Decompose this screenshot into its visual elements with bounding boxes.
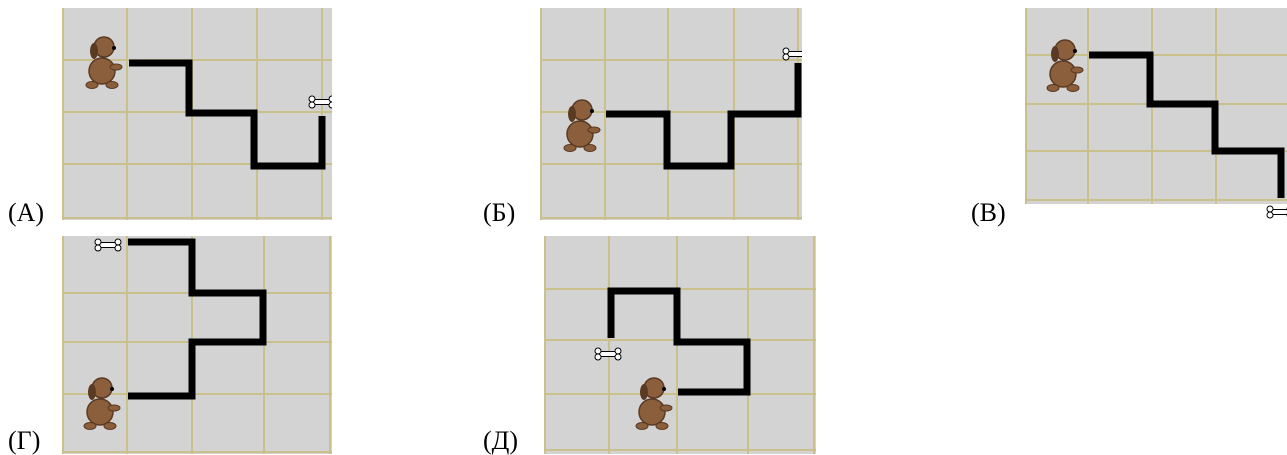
bone-icon bbox=[308, 95, 332, 109]
path-line bbox=[129, 59, 326, 170]
bone-icon bbox=[594, 347, 622, 361]
path-line bbox=[1089, 51, 1285, 198]
path-line bbox=[607, 287, 751, 396]
dog-icon bbox=[85, 36, 123, 89]
bone-icon bbox=[1266, 205, 1287, 219]
path-line bbox=[606, 63, 802, 170]
dog-icon bbox=[635, 377, 673, 430]
dog-icon bbox=[83, 377, 121, 430]
grid-panel-a bbox=[62, 8, 332, 220]
dog-icon bbox=[563, 99, 601, 152]
option-label-v: (В) bbox=[971, 198, 1006, 227]
option-label-a: (А) bbox=[8, 198, 45, 227]
option-label-g: (Г) bbox=[8, 426, 41, 455]
path-line bbox=[128, 238, 267, 400]
grid-panel-v bbox=[1025, 8, 1287, 220]
bone-icon bbox=[94, 238, 122, 252]
grid-panel-b bbox=[540, 8, 802, 220]
grid-panel-d bbox=[544, 236, 816, 454]
dog-icon bbox=[1046, 39, 1084, 92]
option-label-b: (Б) bbox=[483, 198, 516, 227]
option-label-d: (Д) bbox=[483, 426, 519, 455]
grid-panel-g bbox=[62, 236, 332, 454]
bone-icon bbox=[782, 47, 802, 61]
